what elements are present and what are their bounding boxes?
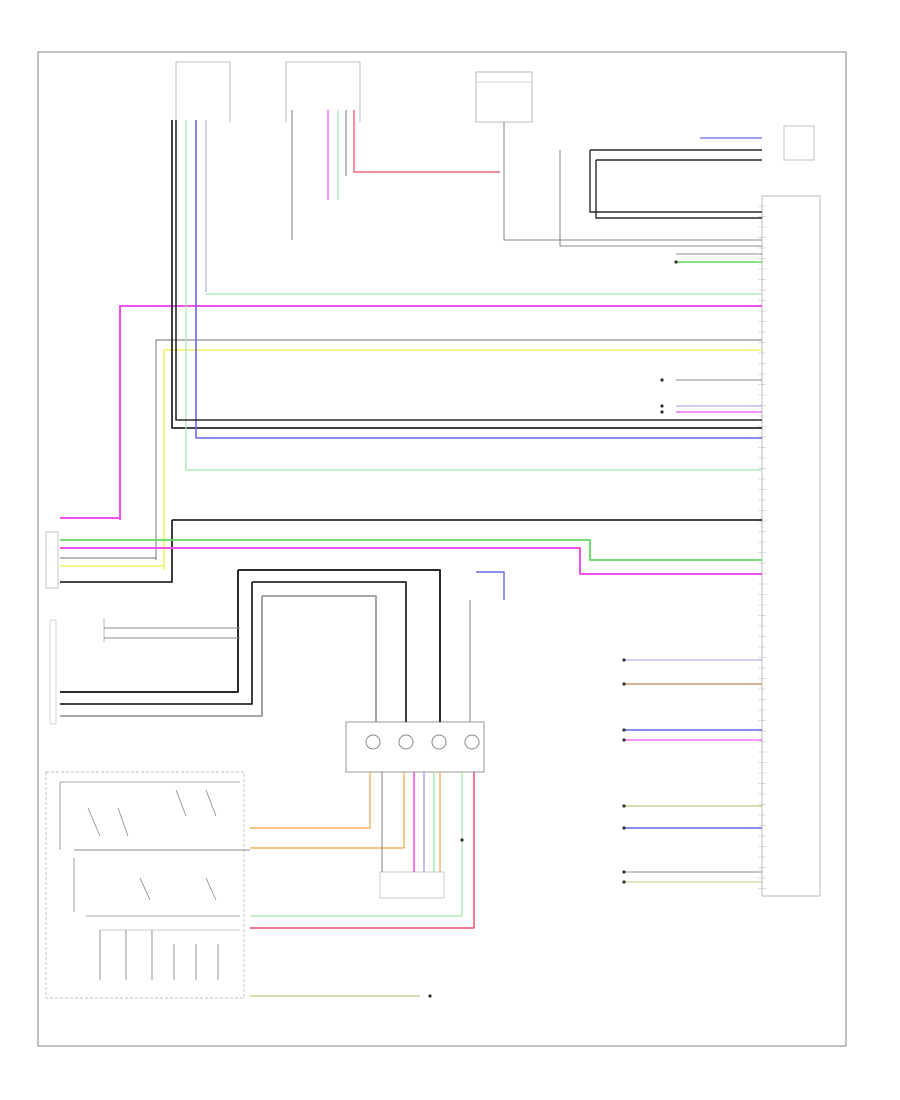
connector-pin (622, 738, 626, 742)
wire-black-b2 (595, 160, 762, 219)
speaker-right-front (379, 871, 445, 899)
fuse-box-top (475, 71, 533, 123)
wire-black-cs3 (252, 581, 407, 722)
module-pin-ticks (758, 205, 766, 889)
wire-gray-ground (155, 339, 762, 560)
clockspring (345, 721, 485, 773)
wire-gray-cs5 (262, 595, 377, 722)
wire-orange-1 (250, 772, 371, 829)
wire-harness (60, 110, 762, 997)
wire-gray-bundle-a (559, 150, 762, 247)
connector-pin (622, 728, 626, 732)
connector-pin (460, 838, 464, 842)
left-stack-connector (45, 531, 59, 589)
wire-green-vert (185, 120, 762, 471)
connector-pin (660, 378, 664, 382)
connector-pin (622, 682, 626, 686)
wire-green-bottom (250, 772, 463, 917)
wire-black-cs2 (60, 570, 239, 693)
right-connector (783, 125, 815, 161)
wire-green-2 (60, 539, 762, 561)
connector-pins (428, 260, 678, 998)
connector-pin (674, 260, 678, 264)
diagram-frame (37, 51, 847, 1047)
connector-pin (622, 826, 626, 830)
wire-pink-2 (60, 547, 762, 575)
wire-black-b1 (589, 150, 762, 213)
connector-pin (622, 804, 626, 808)
wire-red-bottom (250, 772, 475, 929)
audio-control-module (761, 195, 821, 897)
left-module-boxes (49, 618, 105, 725)
wire-black-bundle-1 (171, 120, 762, 429)
wire-blue-cs (476, 571, 505, 600)
wire-black-cs4 (60, 582, 253, 705)
connector-pin (428, 994, 432, 998)
wire-pink-main (119, 305, 762, 520)
top-connector-2 (285, 61, 361, 122)
wire-blue-1 (195, 120, 762, 439)
wire-black-2v (60, 520, 173, 583)
steering-switch-box (45, 771, 245, 999)
connector-pin (660, 404, 664, 408)
wire-black-cs1 (238, 569, 441, 722)
wire-red-c2 (353, 110, 500, 173)
wire-yellow-left (163, 349, 762, 570)
wire-black-upper (175, 120, 762, 421)
wire-gray-cs6 (60, 596, 263, 717)
connector-pin (622, 870, 626, 874)
top-connector-1 (175, 61, 231, 122)
connector-pin (622, 880, 626, 884)
wire-orange-2 (250, 772, 405, 849)
connector-pin (622, 658, 626, 662)
connector-pin (660, 410, 664, 414)
wire-gray-fuse (503, 122, 762, 241)
